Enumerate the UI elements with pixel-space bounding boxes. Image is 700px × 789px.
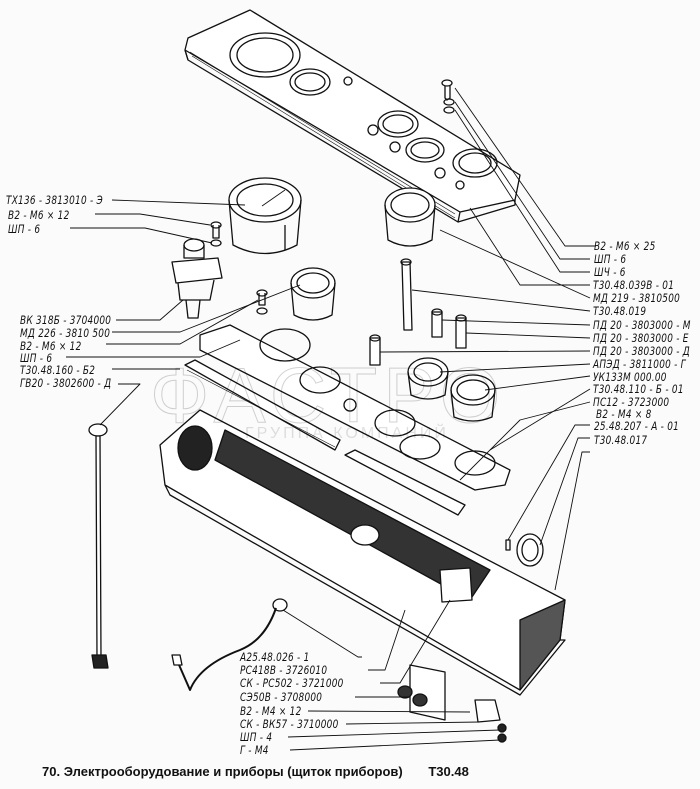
figure-caption: 70. Электрооборудование и приборы (щиток… <box>42 764 469 779</box>
part-label: ШП - 6 <box>594 252 627 266</box>
ammeter-gauge <box>290 267 336 321</box>
part-label: АПЭД - 3811000 - Г <box>593 357 686 371</box>
part-label: ШЧ - 6 <box>594 265 626 279</box>
part-label: ПС12 - 3723000 <box>593 395 670 409</box>
part-label: А25.48.026 - 1 <box>240 650 310 664</box>
part-label: УК133М 000.00 <box>593 370 667 384</box>
leader-lines <box>66 87 596 751</box>
large-gauge <box>228 177 302 255</box>
figure-title: Электрооборудование и приборы (щиток при… <box>63 764 403 779</box>
part-label: В2 - М6 × 12 <box>8 208 70 222</box>
part-label: Т30.48.019 <box>593 304 647 318</box>
part-label: Т30.48.017 <box>594 433 648 447</box>
part-label: ШП - 6 <box>8 222 41 236</box>
top-face-plate <box>184 9 521 223</box>
middle-panel <box>199 324 511 491</box>
part-label: Т30.48.039В - 01 <box>593 278 675 292</box>
ring-and-screw <box>505 533 544 567</box>
part-label: МД 219 - 3810500 <box>593 291 681 305</box>
part-label: В2 - М4 × 12 <box>240 704 302 718</box>
part-label: РС418В - 3726010 <box>240 663 328 677</box>
part-label: Т30.48.110 - Б - 01 <box>593 382 684 396</box>
indicator-lamps <box>369 308 467 366</box>
part-label: ПД 20 - 3803000 - Е <box>593 331 689 345</box>
part-label: Г - М4 <box>240 743 269 757</box>
part-label: В2 - М4 × 8 <box>596 407 652 421</box>
watermark-brand: ФАСТРО <box>149 351 507 440</box>
part-label: ВК 318Б - 3704000 <box>20 313 112 327</box>
instrument-housing <box>159 409 566 696</box>
oil-pressure-gauge <box>384 187 436 247</box>
part-label: 25.48.207 - А - 01 <box>594 419 680 433</box>
fuse-strip <box>344 449 466 516</box>
figure-code: Т30.48 <box>428 764 469 779</box>
part-label: В2 - М6 × 12 <box>20 339 82 353</box>
figure-number: 70. <box>42 764 61 779</box>
pipe-fitting <box>171 598 288 691</box>
part-label: ПД 20 - 3803000 - М <box>593 318 691 332</box>
part-label: В2 - М6 × 25 <box>594 239 656 253</box>
speedometer-cable <box>88 423 109 669</box>
screw-set-top <box>441 79 455 114</box>
part-label: ШП - 6 <box>20 351 53 365</box>
part-label: СК - ВК57 - 3710000 <box>240 717 339 731</box>
part-label: МД 226 - 3810 500 <box>20 326 111 340</box>
watermark-subtitle: ГРУППА КОМПАНИЙ <box>245 425 449 442</box>
trim-strip <box>184 359 341 451</box>
part-label: ГВ20 - 3802600 - Д <box>20 376 112 390</box>
starter-switch <box>171 238 223 319</box>
part-label: СК - РС502 - 3721000 <box>240 676 344 690</box>
part-label: ПД 20 - 3803000 - Д <box>593 344 690 358</box>
sensor-rod <box>400 258 413 331</box>
part-label: ТХ136 - 3813010 - Э <box>6 193 103 207</box>
part-label: СЭ50В - 3708000 <box>240 690 323 704</box>
part-label: Т30.48.160 - Б2 <box>20 363 96 377</box>
connector-block <box>397 664 507 743</box>
small-gauges <box>407 357 496 422</box>
part-label: ШП - 4 <box>240 730 273 744</box>
